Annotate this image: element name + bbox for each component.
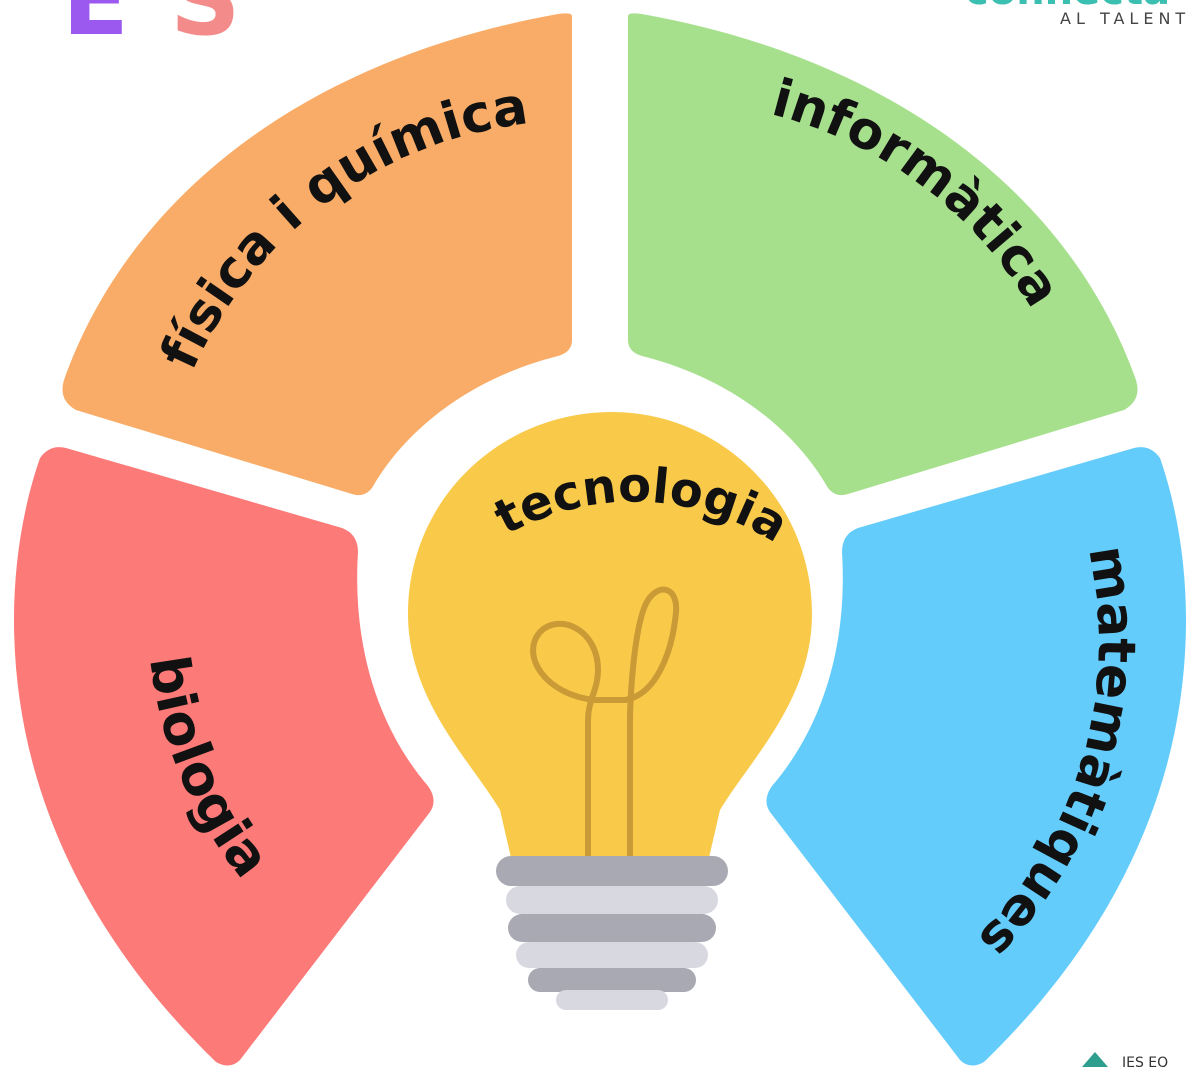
segment-shape-biologia [14, 447, 434, 1066]
bulb-filament [530, 586, 680, 858]
segment-shape-informatica [628, 13, 1138, 496]
segment-shape-matematiques [766, 447, 1186, 1066]
bulb-screw-ring-3 [508, 914, 716, 942]
bulb-screw-ring-4 [516, 942, 708, 968]
segment-biologia: biologia [14, 447, 434, 1066]
corner-letter-e: E [62, 0, 129, 58]
logo-wordmark: connecta [965, 0, 1170, 14]
corner-letter-s: S [170, 0, 241, 58]
segment-fisica-quimica: física i química [62, 13, 572, 496]
segment-matematiques: matemàtiques [766, 447, 1186, 1066]
school-logo-text: IES EQ [1122, 1055, 1168, 1067]
bulb-screw-tip [556, 990, 668, 1010]
bulb-glass [408, 412, 812, 862]
bulb-screw-ring-5 [528, 968, 696, 992]
segment-shape-fisica [62, 13, 572, 496]
light-bulb-icon: tecnologia [408, 412, 812, 1010]
bulb-screw-ring-1 [496, 856, 728, 886]
bulb-screw-ring-2 [506, 886, 718, 914]
school-logo-icon: IES EQ [1082, 1052, 1168, 1067]
logo-subtitle: AL TALENT [1060, 9, 1190, 28]
segment-informatica: informàtica [628, 13, 1138, 496]
